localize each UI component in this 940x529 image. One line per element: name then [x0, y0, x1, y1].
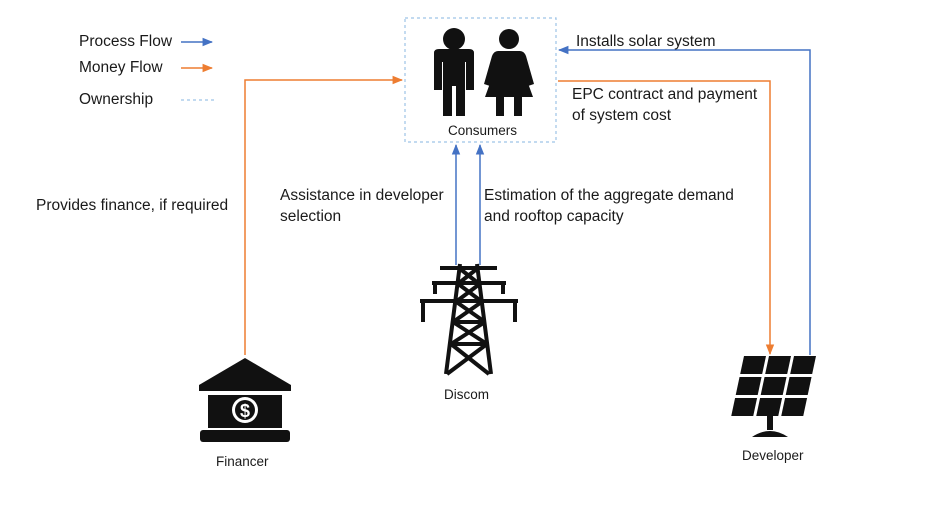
edge-financer-to-consumers [244, 75, 404, 355]
edge-label-estimation-line1: Estimation of the aggregate demand [484, 187, 734, 204]
edge-label-epc-line2: of system cost [572, 107, 672, 124]
svg-text:$: $ [240, 401, 250, 421]
edge-label-epc-line1: EPC contract and payment [572, 86, 758, 103]
consumers-box [404, 17, 557, 143]
edge-consumers-to-developer [558, 80, 775, 356]
solar-panel-icon [731, 356, 816, 437]
discom-label: Discom [444, 387, 490, 402]
people-icon [434, 28, 534, 116]
edge-label-selection-line2: selection [280, 208, 342, 225]
edge-label-installs: Installs solar system [576, 33, 716, 50]
edge-label-selection-line1: Assistance in developer [280, 187, 444, 204]
legend-process-flow-label: Process Flow [79, 33, 173, 50]
legend-ownership-label: Ownership [79, 91, 154, 108]
financer-label: Financer [216, 454, 269, 469]
consumers-label: Consumers [448, 123, 518, 138]
developer-label: Developer [742, 448, 804, 463]
bank-icon: $ [199, 358, 291, 442]
transmission-tower-icon [420, 263, 518, 376]
edge-label-estimation-line2: and rooftop capacity [484, 208, 624, 225]
edge-developer-to-consumers [557, 45, 811, 355]
edge-label-finance: Provides finance, if required [36, 197, 229, 214]
legend-money-flow-label: Money Flow [79, 59, 163, 76]
